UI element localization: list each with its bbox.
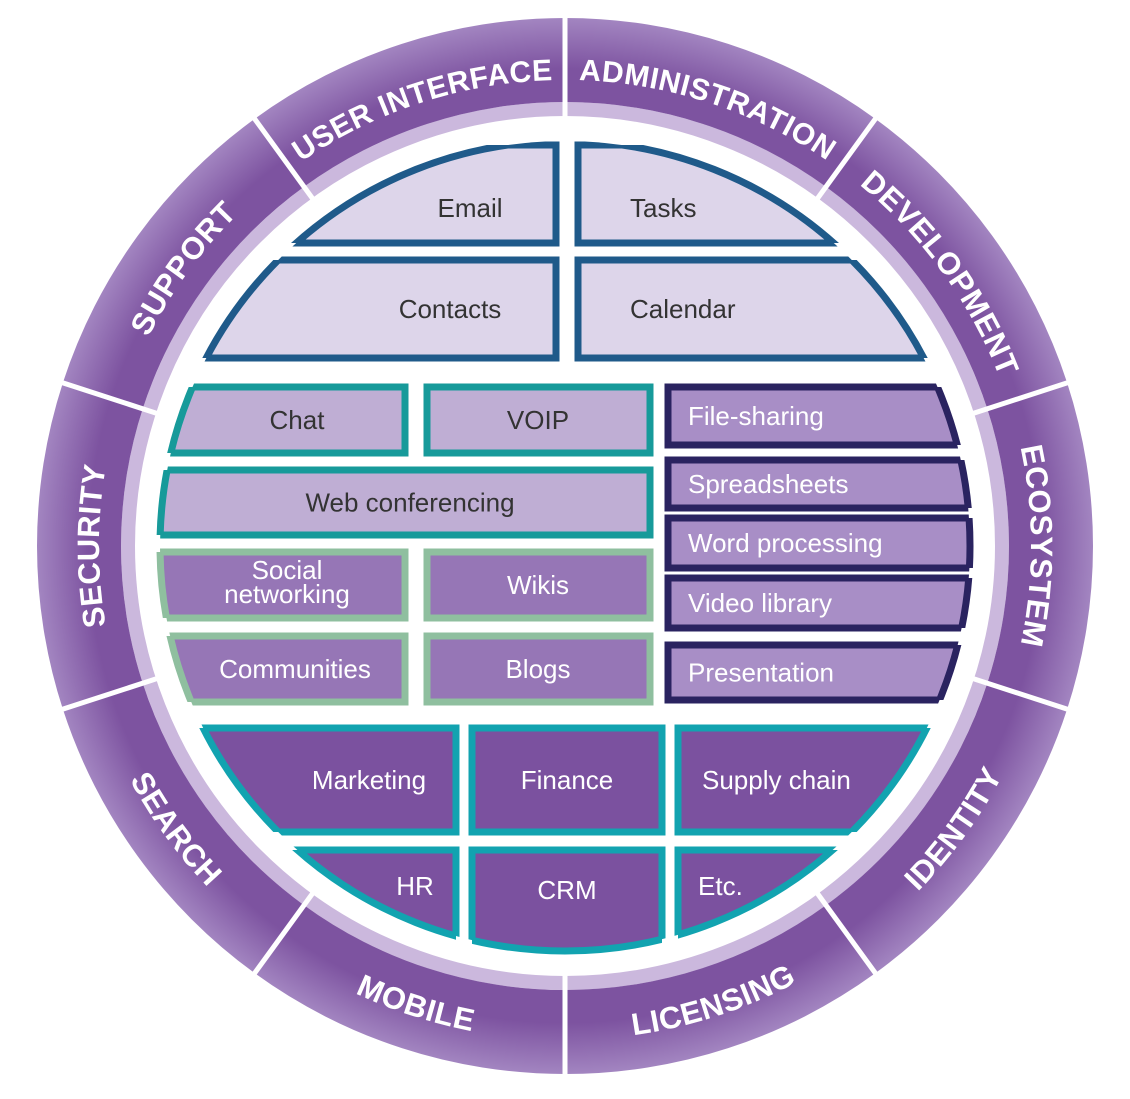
tile-label: Video library <box>688 588 832 618</box>
tile-label: Communities <box>219 654 371 684</box>
tile-label: VOIP <box>507 405 569 435</box>
tile-label: Chat <box>270 405 326 435</box>
ring-segment-shape <box>62 118 305 409</box>
tile-label: Marketing <box>312 765 426 795</box>
ring-segment-shape <box>825 683 1068 974</box>
tile-word-processing[interactable]: Word processing <box>160 141 990 951</box>
ring-segment-mobile: MOBILE <box>254 905 565 1074</box>
tile-label: Word processing <box>688 528 883 558</box>
tile-file-sharing[interactable]: File-sharing <box>160 141 990 951</box>
ring-divider <box>814 115 879 202</box>
ring-segment-shape <box>254 18 565 187</box>
tile-crm[interactable]: CRM <box>160 141 970 960</box>
ring-segment-shape <box>565 905 876 1074</box>
tile-label: HR <box>396 871 434 901</box>
ring-divider <box>814 890 879 977</box>
ring-divider <box>971 379 1070 417</box>
tile-finance[interactable]: Finance <box>160 141 970 951</box>
tile-label: Contacts <box>399 294 502 324</box>
tile-web-conferencing[interactable]: Web conferencing <box>150 141 970 951</box>
tile-shape <box>423 632 654 706</box>
tile-chat[interactable]: Chat <box>150 141 970 951</box>
tile-label: Spreadsheets <box>688 469 848 499</box>
tile-presentation[interactable]: Presentation <box>160 141 990 951</box>
ring-segment-shape <box>987 382 1093 710</box>
tile-shape <box>423 383 654 457</box>
tile-shape <box>468 846 666 951</box>
tile-shape <box>664 383 970 449</box>
ring-segment-shape <box>565 18 876 187</box>
ring-label: SECURITY <box>71 462 113 630</box>
tile-voip[interactable]: VOIP <box>160 141 970 951</box>
tile-video-library[interactable]: Video library <box>160 141 990 951</box>
tile-label: File-sharing <box>688 401 824 431</box>
tile-shape <box>160 383 409 457</box>
ring-label-text: SECURITY <box>71 462 112 630</box>
tile-shape <box>160 466 654 539</box>
ring-segment-ecosystem: ECOSYSTEM <box>987 382 1093 710</box>
tile-label: CRM <box>537 875 596 905</box>
tile-communities[interactable]: Communities <box>150 141 970 951</box>
ring-segment-shape <box>825 118 1068 409</box>
ring-divider <box>60 675 159 713</box>
tile-label: Finance <box>521 765 614 795</box>
tile-spreadsheets[interactable]: Spreadsheets <box>160 141 990 951</box>
ring-divider <box>60 379 159 417</box>
tile-label: Supply chain <box>702 765 851 795</box>
ring-divider <box>251 115 316 202</box>
tile-blogs[interactable]: Blogs <box>160 141 970 951</box>
ring-segment-support: SUPPORT <box>62 118 305 409</box>
ring-segment-shape <box>254 905 565 1074</box>
tile-label: Calendar <box>630 294 736 324</box>
ring-segment-licensing: LICENSING <box>565 905 876 1074</box>
tile-shape <box>423 548 654 622</box>
tile-shape <box>468 724 666 836</box>
ring-segment-search: SEARCH <box>62 683 305 974</box>
tile-label: Web conferencing <box>305 488 514 518</box>
ring-segment-shape <box>62 683 305 974</box>
tile-label: Blogs <box>505 654 570 684</box>
tile-label-line2: networking <box>224 579 350 609</box>
tile-curved-edge <box>472 935 662 955</box>
ring-segment-development: DEVELOPMENT <box>825 118 1068 409</box>
tile-shape <box>664 514 970 572</box>
tile-label: Presentation <box>688 658 834 688</box>
tile-shape <box>664 641 970 704</box>
ring-divider <box>251 890 316 977</box>
outer-ring: ADMINISTRATIONDEVELOPMENTECOSYSTEMIDENTI… <box>36 16 1093 1076</box>
tile-label: Email <box>437 193 502 223</box>
tile-shape <box>160 548 409 622</box>
tile-label: Wikis <box>507 570 569 600</box>
ring-segment-security: SECURITY <box>36 382 143 710</box>
ring-segment-shape <box>36 382 143 710</box>
tile-shape <box>664 456 970 512</box>
tile-contacts[interactable]: Contacts <box>160 141 970 951</box>
tile-wikis[interactable]: Wikis <box>160 141 970 951</box>
tile-label: Etc. <box>698 871 743 901</box>
tile-label: Social <box>252 555 323 585</box>
ring-divider <box>971 675 1070 713</box>
tile-label: Tasks <box>630 193 696 223</box>
tile-shape <box>664 574 970 632</box>
tile-curved-edge <box>965 518 974 568</box>
tile-shape <box>160 632 409 706</box>
